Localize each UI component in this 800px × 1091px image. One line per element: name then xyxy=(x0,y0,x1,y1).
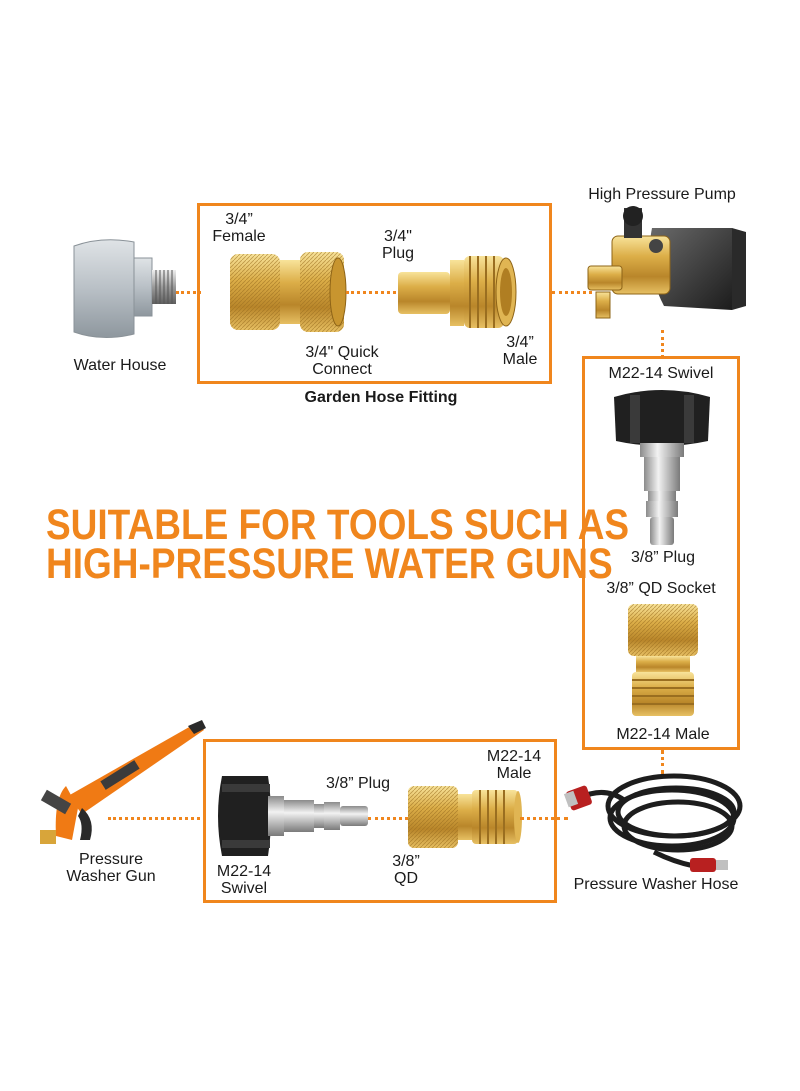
right-socket-image xyxy=(622,600,704,720)
water-house-label: Water House xyxy=(73,357,167,374)
connector-line xyxy=(661,330,664,358)
bottom-swivel-plug-image xyxy=(212,770,372,862)
pump-image xyxy=(582,206,750,330)
connector-line xyxy=(108,817,206,820)
pressure-washer-hose-image xyxy=(563,766,746,874)
garden-hose-fitting-caption: Garden Hose Fitting xyxy=(304,389,458,406)
connector-line xyxy=(552,291,592,294)
water-house-image xyxy=(72,236,182,341)
bottom-plug-label: 3/8” Plug xyxy=(325,775,391,792)
connector-line xyxy=(346,291,396,294)
pump-label: High Pressure Pump xyxy=(588,186,736,203)
pressure-washer-hose-label: Pressure Washer Hose xyxy=(573,876,739,893)
pressure-washer-gun-label: Pressure Washer Gun xyxy=(66,851,156,885)
right-male-label: M22-14 Male xyxy=(616,726,710,743)
male-label: 3/4” Male xyxy=(502,334,538,368)
right-swivel-label: M22-14 Swivel xyxy=(608,365,714,382)
bottom-qd-male-image xyxy=(406,782,522,852)
quick-connect-label: 3/4" Quick Connect xyxy=(305,344,379,378)
connector-line xyxy=(368,817,408,820)
right-plug-label: 3/8” Plug xyxy=(630,549,696,566)
bottom-qd-label: 3/8” QD xyxy=(392,853,420,887)
bottom-male-label: M22-14 Male xyxy=(486,748,542,782)
female-label: 3/4” Female xyxy=(212,211,266,245)
right-socket-label: 3/8” QD Socket xyxy=(606,580,716,597)
right-adapter-box xyxy=(582,356,740,750)
headline-line1: SUITABLE FOR TOOLS SUCH AS xyxy=(46,501,630,549)
garden-hose-fitting-box xyxy=(197,203,552,384)
right-swivel-plug-image xyxy=(610,387,714,547)
female-quick-connect-image xyxy=(226,248,348,336)
headline-line2: HIGH-PRESSURE WATER GUNS xyxy=(46,540,613,588)
connector-line xyxy=(661,750,664,774)
bottom-swivel-label: M22-14 Swivel xyxy=(216,863,272,897)
pressure-washer-gun-image xyxy=(38,716,208,850)
connector-line xyxy=(176,291,201,294)
connector-line xyxy=(520,817,568,820)
male-plug-image xyxy=(396,252,520,332)
plug-label: 3/4" Plug xyxy=(381,228,415,262)
bottom-adapter-box xyxy=(203,739,557,903)
